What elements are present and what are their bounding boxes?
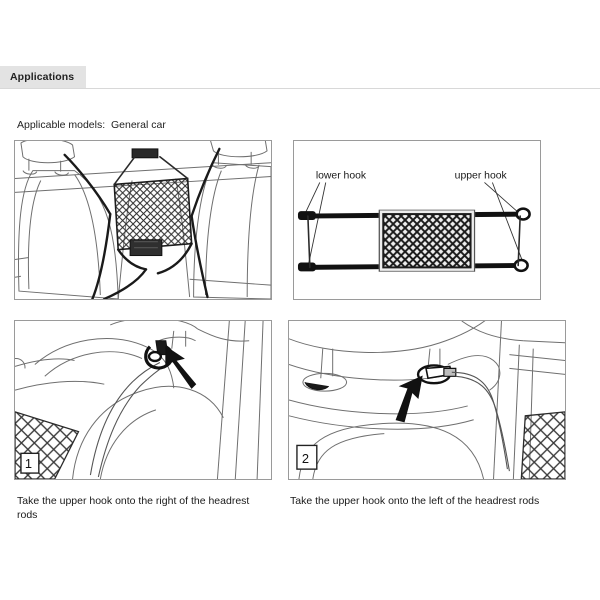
caption-step-1: Take the upper hook onto the right of th… <box>17 495 250 521</box>
panel-step-1: 1 <box>14 320 272 480</box>
tab-applications-label: Applications <box>10 71 75 83</box>
tab-bar: Applications <box>0 66 600 90</box>
caption-step-2: Take the upper hook onto the left of the… <box>290 495 540 507</box>
step-2-illustration: 2 <box>289 321 565 479</box>
net-product-illustration: lower hook upper hook <box>297 171 531 273</box>
applicable-models-label: Applicable models: General car <box>17 119 166 131</box>
install-overview-illustration <box>15 141 271 299</box>
tab-divider <box>0 88 600 89</box>
panel-step-2: 2 <box>288 320 566 480</box>
panel-install-overview <box>14 140 272 300</box>
label-upper-hook: upper hook <box>455 171 508 182</box>
label-lower-hook: lower hook <box>316 171 367 182</box>
tab-applications[interactable]: Applications <box>0 66 87 88</box>
step-2-badge: 2 <box>302 451 309 466</box>
panel-net-product: lower hook upper hook <box>293 140 541 300</box>
step-1-illustration: 1 <box>15 321 264 479</box>
step-1-badge: 1 <box>25 456 32 471</box>
